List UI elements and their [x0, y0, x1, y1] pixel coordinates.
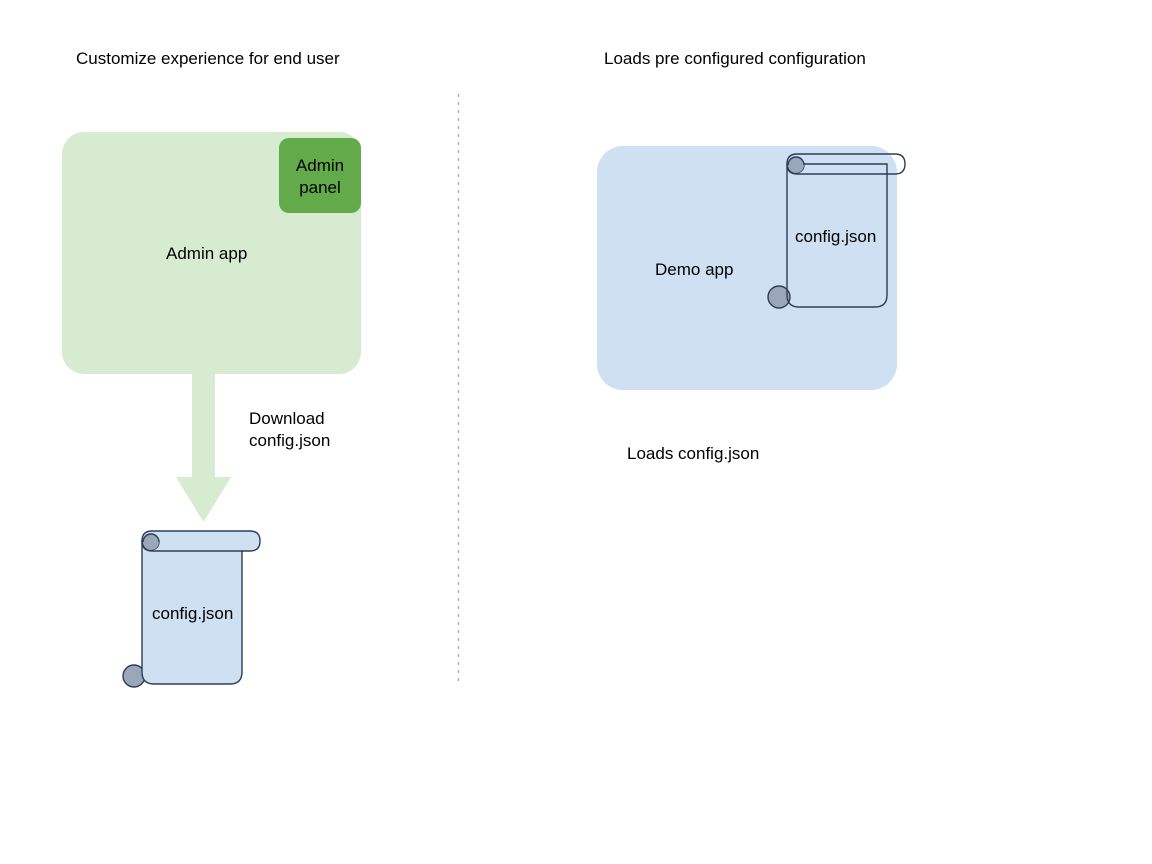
right-document-label: config.json [795, 227, 877, 246]
admin-app-label: Admin app [166, 244, 248, 263]
document-top-roll [141, 530, 261, 552]
download-arrow [176, 370, 231, 522]
demo-app-box[interactable] [597, 146, 897, 390]
admin-panel-label: Admin panel [279, 155, 361, 199]
right-panel-title: Loads pre configured configuration [604, 49, 866, 68]
left-document-label: config.json [152, 604, 234, 623]
download-arrow-label: Download config.json [249, 408, 330, 452]
loads-config-caption: Loads config.json [627, 444, 760, 463]
left-config-document[interactable] [122, 530, 261, 688]
document-top-curl-fill [788, 165, 804, 173]
document-bottom-curl-icon [767, 285, 791, 309]
download-label-line2: config.json [249, 431, 331, 450]
right-config-document[interactable] [767, 153, 906, 309]
document-body [141, 540, 243, 685]
document-body [786, 163, 888, 308]
left-panel-title: Customize experience for end user [76, 49, 340, 68]
document-top-curl-fill [143, 542, 159, 550]
document-top-roll [786, 153, 906, 175]
admin-panel-label-line2: panel [299, 178, 341, 197]
demo-app-label: Demo app [655, 260, 734, 279]
download-label-line1: Download [249, 409, 325, 428]
admin-panel-label-line1: Admin [295, 156, 345, 175]
admin-panel-box[interactable] [279, 138, 361, 213]
